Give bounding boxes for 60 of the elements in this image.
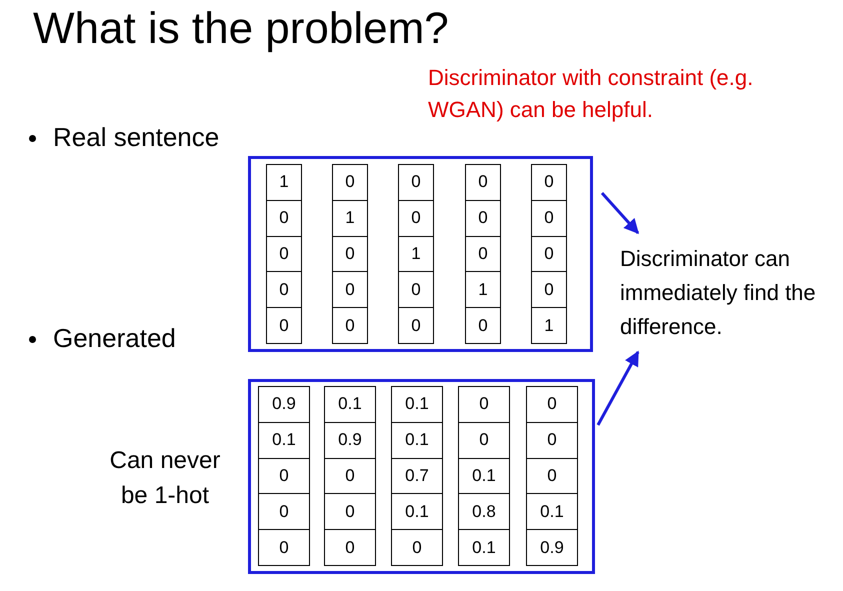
cell-value: 0 <box>466 236 500 272</box>
cell-value: 0 <box>267 200 301 236</box>
cell-value: 0.1 <box>527 493 577 530</box>
cell-value: 0 <box>459 422 509 458</box>
cell-value: 0 <box>477 171 489 194</box>
cell-value: 0.1 <box>404 393 430 416</box>
bullet-text: Real sentence <box>53 121 220 154</box>
annotation-text: Discriminator can immediately find the difference. <box>620 242 840 350</box>
slide-title: What is the problem? <box>33 4 449 54</box>
cell-value: 0 <box>325 458 375 494</box>
cell-value: 0.1 <box>459 458 509 494</box>
bullet-text: Generated <box>53 322 177 355</box>
cell-value: 0 <box>532 271 566 308</box>
cell-value: 0.1 <box>392 422 442 458</box>
cell-value: 0 <box>267 307 301 343</box>
cell-value: 0 <box>546 393 558 416</box>
cell-value: 0 <box>325 493 375 530</box>
cell-value: 1 <box>532 307 566 343</box>
cell-value: 1 <box>333 200 367 236</box>
cell-value: 0 <box>466 307 500 343</box>
cell-value: 1 <box>399 236 433 272</box>
cell-value: 0.1 <box>259 422 309 458</box>
cell-value: 0 <box>325 529 375 565</box>
note-text: Discriminator with constraint (e.g. WGAN) can be helpful. <box>428 64 754 124</box>
cell-value: 0 <box>333 271 367 308</box>
cell-value: 0 <box>259 493 309 530</box>
cell-value: 1 <box>278 171 290 194</box>
cell-value: 0 <box>410 171 422 194</box>
cell-value: 0 <box>259 458 309 494</box>
cell-value: 0.8 <box>459 493 509 530</box>
cell-value: 0 <box>478 393 490 416</box>
cell-value: 0 <box>527 422 577 458</box>
cell-value: 0 <box>333 307 367 343</box>
cell-value: 0 <box>392 529 442 565</box>
cell-value: 0.7 <box>392 458 442 494</box>
cell-value: 0 <box>399 271 433 308</box>
cell-value: 0.9 <box>325 422 375 458</box>
note-text: Can never be 1-hot <box>108 446 222 511</box>
arrow <box>600 192 640 234</box>
cell-value: 0 <box>333 236 367 272</box>
cell-value: 0.1 <box>392 493 442 530</box>
cell-value: 0 <box>527 458 577 494</box>
cell-value: 0 <box>259 529 309 565</box>
arrow <box>596 350 640 426</box>
matrix-box <box>248 379 595 574</box>
cell-value: 0 <box>399 200 433 236</box>
cell-value: 0 <box>399 307 433 343</box>
cell-value: 0 <box>543 171 555 194</box>
matrix-box <box>248 156 593 352</box>
cell-value: 0 <box>344 171 356 194</box>
cell-value: 0.1 <box>459 529 509 565</box>
cell-value: 0.9 <box>527 529 577 565</box>
cell-value: 0 <box>532 236 566 272</box>
cell-value: 0 <box>466 200 500 236</box>
cell-value: 0 <box>532 200 566 236</box>
cell-value: 0 <box>267 236 301 272</box>
cell-value: 1 <box>466 271 500 308</box>
cell-value: 0.9 <box>271 393 297 416</box>
cell-value: 0 <box>267 271 301 308</box>
cell-value: 0.1 <box>337 393 363 416</box>
